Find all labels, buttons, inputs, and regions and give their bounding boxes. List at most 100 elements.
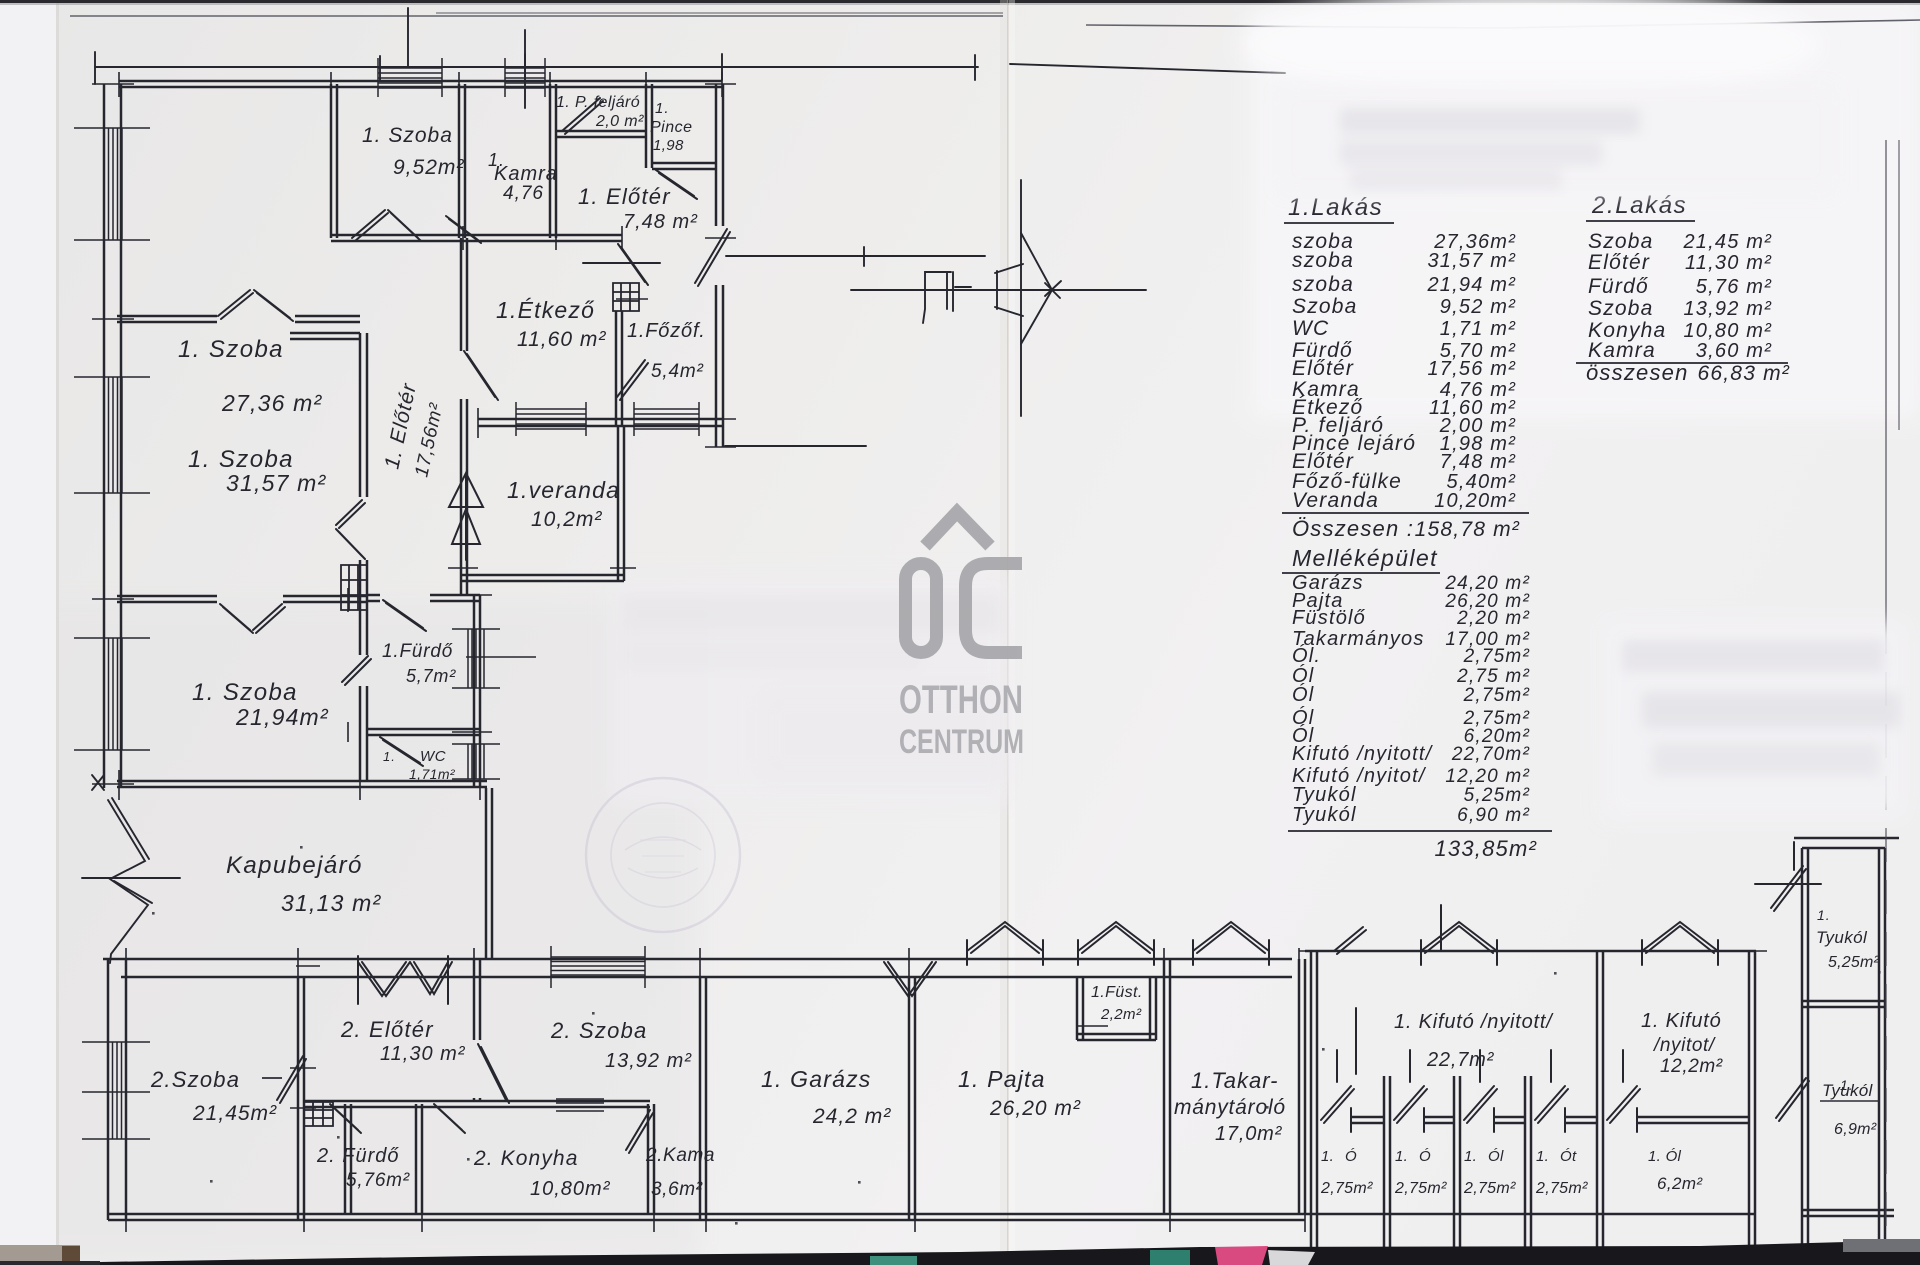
svg-text:Veranda: Veranda [1292, 489, 1379, 512]
svg-text:1. Szoba: 1. Szoba [192, 679, 298, 706]
svg-text:1. Szoba: 1. Szoba [188, 446, 294, 473]
svg-text:7,48 m²: 7,48 m² [1440, 451, 1516, 473]
svg-text:1.: 1. [1840, 1077, 1854, 1093]
svg-text:21,94 m²: 21,94 m² [1426, 274, 1516, 296]
svg-text:6,9m²: 6,9m² [1834, 1121, 1877, 1138]
svg-text:1,98: 1,98 [653, 137, 684, 154]
svg-text:2,75m²: 2,75m² [1394, 1180, 1447, 1197]
svg-text:Étkező: Étkező [1292, 396, 1363, 419]
svg-text:CENTRUM: CENTRUM [899, 723, 1024, 761]
svg-text:Tyukól: Tyukól [1292, 784, 1357, 806]
svg-text:2. Előtér: 2. Előtér [340, 1017, 434, 1042]
svg-text:12,20 m²: 12,20 m² [1445, 766, 1530, 787]
svg-text:21,45m²: 21,45m² [192, 1102, 277, 1125]
svg-text:Ó: Ó [1419, 1148, 1431, 1165]
svg-text:Előtér: Előtér [1292, 357, 1354, 380]
svg-text:Pajta: Pajta [1292, 590, 1344, 612]
svg-text:2,75m²: 2,75m² [1463, 1180, 1516, 1197]
svg-text:13,92 m²: 13,92 m² [1683, 298, 1772, 320]
svg-text:Tyukól: Tyukól [1292, 804, 1357, 826]
svg-text:1.: 1. [655, 100, 670, 117]
svg-text:2,20 m²: 2,20 m² [1456, 608, 1530, 629]
svg-text:1.Étkező: 1.Étkező [496, 297, 595, 323]
svg-text:6,90 m²: 6,90 m² [1457, 805, 1530, 826]
svg-text:szoba: szoba [1292, 249, 1354, 272]
svg-text:Ól: Ól [1488, 1148, 1504, 1165]
svg-text:1.Lakás: 1.Lakás [1288, 194, 1383, 221]
svg-text:1.veranda: 1.veranda [507, 477, 620, 503]
svg-text:6,20m²: 6,20m² [1464, 726, 1530, 747]
svg-text:27,36 m²: 27,36 m² [221, 390, 323, 416]
svg-text:Előtér: Előtér [1292, 450, 1354, 473]
svg-text:31,13 m²: 31,13 m² [281, 890, 382, 916]
svg-text:2,75 m²: 2,75 m² [1456, 666, 1530, 687]
svg-text:21,94m²: 21,94m² [235, 704, 329, 730]
svg-text:3,6m²: 3,6m² [651, 1179, 703, 1200]
svg-text:Kifutó /nyitot/: Kifutó /nyitot/ [1292, 765, 1427, 787]
svg-text:Szoba: Szoba [1292, 295, 1358, 318]
svg-text:Főző-fülke: Főző-fülke [1292, 470, 1402, 493]
svg-text:4,76 m²: 4,76 m² [1440, 379, 1516, 401]
svg-text:Kamra: Kamra [1292, 378, 1360, 401]
svg-text:17,00 m²: 17,00 m² [1445, 629, 1530, 650]
svg-text:9,52m²: 9,52m² [393, 156, 464, 179]
svg-text:31,57 m²: 31,57 m² [1427, 250, 1516, 272]
svg-text:1. Kifutó /nyitott/: 1. Kifutó /nyitott/ [1394, 1011, 1554, 1033]
svg-text:1. Kifutó: 1. Kifutó [1641, 1010, 1722, 1032]
svg-text:27,36m²: 27,36m² [1433, 231, 1516, 253]
svg-text:Kamra: Kamra [494, 163, 558, 185]
svg-text:1.: 1. [488, 150, 505, 170]
svg-text:12,2m²: 12,2m² [1660, 1056, 1723, 1077]
svg-text:Takarmányos: Takarmányos [1292, 628, 1425, 650]
svg-text:22,70m²: 22,70m² [1451, 744, 1530, 765]
svg-text:1. Ól: 1. Ól [1648, 1148, 1682, 1165]
svg-text:10,80 m²: 10,80 m² [1683, 320, 1772, 342]
svg-text:5,4m²: 5,4m² [651, 361, 704, 382]
svg-text:OTTHON: OTTHON [899, 678, 1023, 722]
svg-text:2.Szoba: 2.Szoba [150, 1067, 240, 1092]
svg-text:1.Fürdő: 1.Fürdő [382, 641, 453, 662]
svg-text:1.Füst.: 1.Füst. [1091, 984, 1143, 1001]
svg-text:Pince lejáró: Pince lejáró [1292, 432, 1416, 455]
svg-text:WC: WC [1292, 317, 1329, 340]
svg-text:2. Konyha: 2. Konyha [473, 1147, 578, 1170]
svg-text:5,40m²: 5,40m² [1447, 471, 1517, 493]
svg-text:24,2 m²: 24,2 m² [812, 1105, 891, 1128]
svg-text:Ól: Ól [1292, 724, 1314, 747]
svg-text:Melléképület: Melléképület [1292, 545, 1438, 571]
svg-text:1. Garázs: 1. Garázs [761, 1066, 872, 1092]
svg-text:5,76 m²: 5,76 m² [1696, 276, 1772, 298]
svg-text:Ó: Ó [1345, 1148, 1357, 1165]
svg-text:2,2m²: 2,2m² [1100, 1006, 1142, 1023]
svg-text:6,2m²: 6,2m² [1657, 1174, 1703, 1193]
svg-text:2,75m²: 2,75m² [1463, 685, 1530, 706]
svg-text:Szoba: Szoba [1588, 230, 1654, 253]
svg-text:Tyukól: Tyukól [1822, 1081, 1874, 1100]
svg-text:1. Szoba: 1. Szoba [178, 336, 284, 363]
svg-text:26,20 m²: 26,20 m² [989, 1097, 1081, 1120]
svg-text:1.: 1. [383, 749, 396, 764]
svg-text:Garázs: Garázs [1292, 572, 1364, 594]
svg-text:1.Főzőf.: 1.Főzőf. [627, 320, 706, 342]
svg-text:17,0m²: 17,0m² [1215, 1123, 1283, 1145]
svg-text:3,60 m²: 3,60 m² [1696, 340, 1772, 362]
svg-text:7,48 m²: 7,48 m² [623, 211, 698, 233]
svg-text:Ól: Ól [1292, 664, 1314, 687]
svg-text:4,76: 4,76 [503, 183, 544, 204]
svg-text:1,71m²: 1,71m² [409, 766, 456, 782]
svg-text:/nyitot/: /nyitot/ [1652, 1035, 1716, 1056]
svg-text:13,92 m²: 13,92 m² [605, 1050, 692, 1072]
svg-text:1. Előtér: 1. Előtér [578, 184, 671, 209]
svg-text:Ól.: Ól. [1292, 644, 1321, 667]
svg-text:10,2m²: 10,2m² [531, 508, 602, 531]
svg-text:5,25m²: 5,25m² [1464, 785, 1530, 806]
svg-text:1. Szoba: 1. Szoba [362, 124, 453, 147]
svg-text:Előtér: Előtér [1588, 251, 1650, 274]
svg-text:P. feljáró: P. feljáró [1292, 414, 1384, 437]
svg-text:11,60 m²: 11,60 m² [517, 328, 606, 351]
svg-text:1.: 1. [1321, 1148, 1334, 1165]
svg-text:11,60 m²: 11,60 m² [1429, 397, 1516, 419]
svg-text:szoba: szoba [1292, 273, 1354, 296]
svg-text:5,25m²: 5,25m² [1828, 954, 1879, 971]
svg-text:22,7m²: 22,7m² [1426, 1049, 1495, 1071]
